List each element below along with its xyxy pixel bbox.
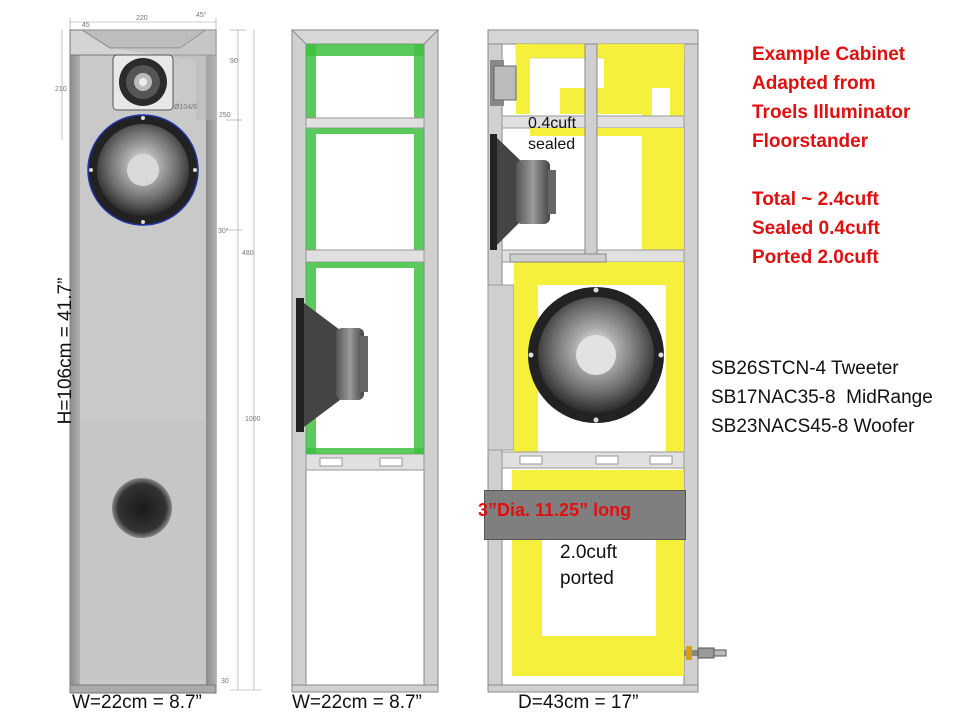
width-label-front: W=22cm = 8.7” — [72, 692, 202, 713]
driver-tweeter: SB26STCN-4 Tweeter — [711, 358, 899, 379]
port-tube-label: 3”Dia. 11.25” long — [478, 500, 632, 520]
dim-tweeter-dia: Ø104/6 — [174, 104, 197, 111]
dim-angle-mid: 30° — [218, 228, 229, 235]
tweeter-side — [490, 60, 517, 106]
sealed-volume-label: 0.4cuft sealed — [528, 113, 576, 155]
sealed-volume-value: 0.4cuft — [528, 115, 577, 132]
tweeter — [112, 54, 174, 111]
midrange-side — [296, 298, 368, 432]
driver-list: SB26STCN-4 Tweeter SB17NAC35-8 MidRange … — [711, 354, 933, 441]
volume-line: Sealed 0.4cuft — [752, 218, 880, 239]
dimension-lines — [61, 18, 262, 691]
cabinet-title: Example Cabinet Adapted from Troels Illu… — [752, 40, 910, 272]
terminal-connector — [684, 646, 727, 660]
dim-90: 90 — [230, 58, 238, 65]
volume-line: Total ~ 2.4cuft — [752, 189, 879, 210]
driver-midrange: SB17NAC35-8 MidRange — [711, 387, 933, 408]
dim-top-left: 45 — [82, 22, 90, 29]
depth-label: D=43cm = 17” — [518, 692, 639, 713]
woofer — [528, 287, 664, 423]
driver-woofer: SB23NACS45-8 Woofer — [711, 416, 915, 437]
title-line: Troels Illuminator — [752, 102, 911, 123]
sealed-volume-type: sealed — [528, 136, 576, 153]
port-front — [112, 478, 172, 538]
volume-line: Ported 2.0cuft — [752, 247, 879, 268]
ported-volume-value: 2.0cuft — [560, 542, 618, 563]
dim-bevel: 45° — [196, 12, 207, 19]
dim-top-width: 220 — [136, 15, 148, 22]
title-line: Adapted from — [752, 73, 876, 94]
width-label-mid: W=22cm = 8.7” — [292, 692, 422, 713]
dim-30: 30 — [221, 678, 229, 685]
dim-480: 480 — [242, 250, 254, 257]
midrange-front — [87, 114, 199, 226]
dim-250: 250 — [219, 112, 231, 119]
ported-volume-type: ported — [560, 568, 614, 589]
ported-volume-label: 2.0cuft ported — [560, 540, 617, 592]
port-tube — [484, 490, 686, 540]
dim-210: 210 — [55, 86, 67, 93]
sealed-enclosure-tube — [509, 43, 607, 263]
midrange-side-depth — [490, 134, 556, 250]
title-line: Example Cabinet — [752, 44, 906, 65]
title-line: Floorstander — [752, 131, 869, 152]
dim-1000: 1000 — [245, 416, 261, 423]
